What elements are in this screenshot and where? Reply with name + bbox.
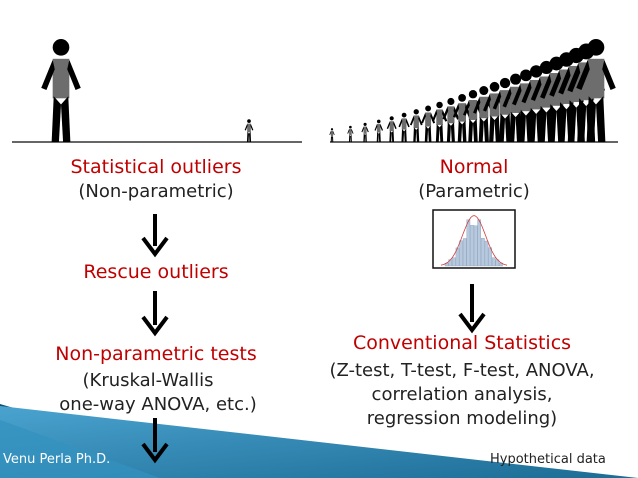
conventional-statistics-title: Conventional Statistics [352,332,572,354]
conventional-statistics-line1: (Z-test, T-test, F-test, ANOVA, [329,360,595,381]
footer-band [0,404,638,478]
crowd-person-icon [347,125,354,142]
arrow-left-1-icon [141,214,169,258]
nonparametric-tests-title: Non-parametric tests [55,343,257,365]
left-subtitle: (Non-parametric) [78,181,234,202]
histogram-bar [470,225,474,267]
crowd-person-icon [374,119,384,142]
arrow-right-icon [458,284,486,334]
histogram-inset [432,209,516,269]
nonparametric-tests-line1: (Kruskal-Wallis [82,370,214,391]
nonparametric-tests-line2: one-way ANOVA, etc.) [59,394,257,415]
crowd-person-icon [361,122,369,142]
crowd-person-icon [398,112,410,142]
histogram-bar [484,240,489,267]
histogram-bar [466,219,471,267]
crowd-person-icon [409,109,423,142]
arrow-left-3-icon [141,418,169,464]
crowd-person-icon [386,116,397,142]
author-credit: Venu Perla Ph.D. [3,452,111,467]
rescue-outliers-label: Rescue outliers [83,261,229,283]
normal-crowd-group [329,39,616,142]
crowd-person-icon [421,105,436,142]
crowd-person-icon [329,128,335,142]
histogram-bar [477,219,482,267]
histogram-bar [473,225,478,267]
tall-outlier-person-icon [41,39,81,142]
conventional-statistics-line2: correlation analysis, [371,384,553,405]
arrow-left-2-icon [141,291,169,337]
right-title: Normal [439,156,509,178]
hypothetical-data-note: Hypothetical data [490,452,606,467]
short-outlier-person-icon [244,119,254,142]
histogram-bar [491,257,496,267]
histogram-bar [481,238,485,267]
histogram-bar [462,238,467,267]
conventional-statistics-line3: regression modeling) [366,408,558,429]
normal-curve [440,215,508,266]
left-title: Statistical outliers [70,156,242,178]
histogram-bar [459,240,463,267]
right-subtitle: (Parametric) [418,181,530,202]
histogram-bar [452,257,456,267]
